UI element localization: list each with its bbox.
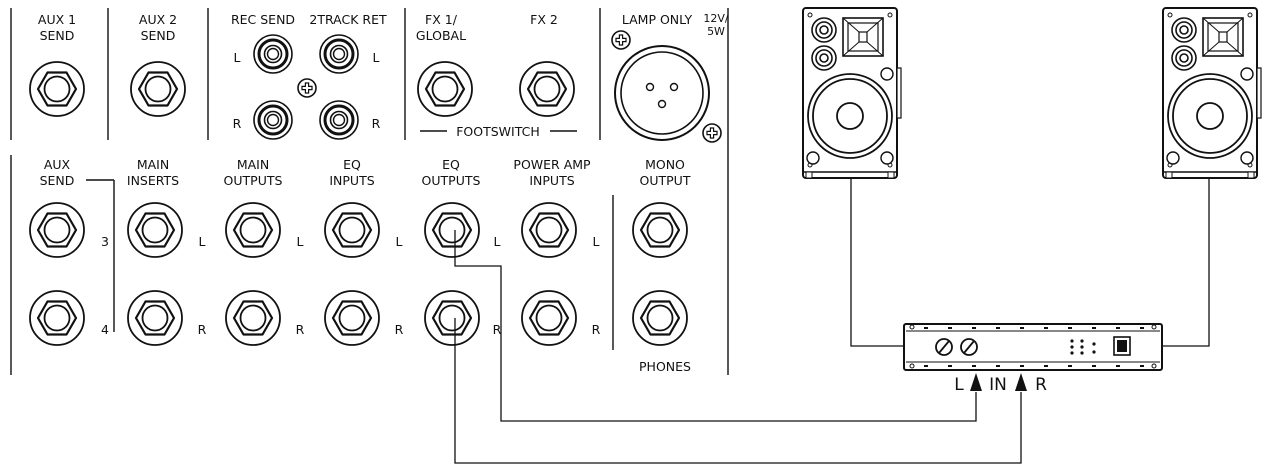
power-amp-input-r-jack [520, 289, 578, 347]
amp-input-labels: L IN R [954, 373, 1047, 395]
top-row-labels: AUX 1 SEND AUX 2 SEND REC SEND 2TRACK RE… [38, 12, 729, 139]
main-output-l-jack [224, 201, 282, 259]
main-inserts-label-line2: INSERTS [127, 173, 179, 188]
cables [454, 177, 1210, 464]
bottom-row-labels: AUX SEND MAIN INSERTS MAIN OUTPUTS EQ IN… [40, 157, 691, 374]
main-outputs-r-label: R [296, 322, 305, 337]
amp-in-r-arrow-icon [1015, 373, 1027, 391]
mono-output-label-line2: OUTPUT [640, 173, 691, 188]
amp-in-r-label: R [1035, 375, 1047, 395]
power-amp-input-l-jack [520, 201, 578, 259]
left-speaker [802, 7, 902, 179]
lamp-rating-line1: 12V/ [703, 12, 729, 25]
eq-inputs-l-label: L [396, 234, 403, 249]
amp-gain-knob-left [935, 338, 953, 356]
two-track-r-label: R [372, 116, 381, 131]
mono-output-jack [631, 201, 689, 259]
eq-outputs-label-line2: OUTPUTS [422, 173, 481, 188]
amp-in-l-arrow-icon [970, 373, 982, 391]
lamp-label: LAMP ONLY [622, 12, 693, 27]
aux1-label-line1: AUX 1 [38, 12, 76, 27]
aux-send-label-line1: AUX [44, 157, 71, 172]
footswitch-label: FOOTSWITCH [456, 124, 540, 139]
xlr-screw-top-icon [611, 30, 631, 50]
rec-send-label: REC SEND [231, 12, 295, 27]
fx1-label-line2: GLOBAL [416, 28, 466, 43]
two-track-l-rca [318, 33, 360, 75]
two-track-r-rca [318, 99, 360, 141]
aux-send-3-label: 3 [101, 234, 109, 249]
top-row-connectors [28, 30, 722, 143]
amp-gain-knob-right [960, 338, 978, 356]
power-amp-l-label: L [593, 234, 600, 249]
eq-input-l-jack [323, 201, 381, 259]
amp-power-switch [1113, 336, 1131, 356]
eq-inputs-label-line1: EQ [343, 157, 361, 172]
main-insert-l-jack [126, 201, 184, 259]
aux-send-label-line2: SEND [40, 173, 75, 188]
rec-send-r-label: R [233, 116, 242, 131]
fx2-footswitch-jack [518, 60, 576, 118]
rec-send-r-rca [252, 99, 294, 141]
eq-outputs-r-label: R [493, 322, 502, 337]
eq-inputs-label-line2: INPUTS [329, 173, 374, 188]
lamp-xlr-connector [614, 45, 710, 141]
cable-left-speaker [850, 177, 904, 347]
aux2-label-line2: SEND [141, 28, 176, 43]
aux1-label-line2: SEND [40, 28, 75, 43]
lamp-rating-line2: 5W [707, 25, 725, 38]
xlr-screw-bottom-icon [702, 123, 722, 143]
aux-send-4-jack [28, 289, 86, 347]
amp-in-l-label: L [954, 375, 964, 395]
right-speaker [1162, 7, 1262, 179]
mono-output-label-line1: MONO [645, 157, 685, 172]
eq-output-r-jack [423, 289, 481, 347]
power-amp-inputs-label-line2: INPUTS [529, 173, 574, 188]
eq-output-l-jack [423, 201, 481, 259]
bottom-row-connectors [28, 201, 689, 347]
two-track-l-label: L [373, 50, 380, 65]
aux-send-4-label: 4 [101, 322, 109, 337]
rec-send-l-rca [252, 33, 294, 75]
main-insert-r-jack [126, 289, 184, 347]
cable-right-speaker [1161, 177, 1210, 347]
fx2-label: FX 2 [530, 12, 558, 27]
phones-jack [631, 289, 689, 347]
rec-send-l-label: L [234, 50, 241, 65]
panel-dividers [10, 8, 729, 375]
eq-inputs-r-label: R [395, 322, 404, 337]
aux-send-3-jack [28, 201, 86, 259]
main-inserts-label-line1: MAIN [137, 157, 169, 172]
cable-eq-out-l-to-amp [454, 230, 977, 422]
phones-label: PHONES [639, 359, 691, 374]
fx1-label-line1: FX 1/ [425, 12, 458, 27]
main-outputs-l-label: L [297, 234, 304, 249]
main-outputs-label-line2: OUTPUTS [224, 173, 283, 188]
eq-outputs-l-label: L [494, 234, 501, 249]
aux1-send-jack [28, 60, 86, 118]
main-inserts-l-label: L [199, 234, 206, 249]
amp-in-label: IN [989, 375, 1007, 395]
aux2-label-line1: AUX 2 [139, 12, 177, 27]
eq-input-r-jack [323, 289, 381, 347]
eq-outputs-label-line1: EQ [442, 157, 460, 172]
power-amp-inputs-label-line1: POWER AMP [513, 157, 591, 172]
panel-screw-icon [297, 78, 317, 98]
amp-led-indicators [1070, 339, 1096, 355]
main-outputs-label-line1: MAIN [237, 157, 269, 172]
power-amplifier [903, 323, 1163, 371]
two-track-ret-label: 2TRACK RET [309, 12, 387, 27]
cable-eq-out-r-to-amp [454, 318, 1022, 464]
main-inserts-r-label: R [198, 322, 207, 337]
power-amp-r-label: R [592, 322, 601, 337]
main-output-r-jack [224, 289, 282, 347]
aux2-send-jack [129, 60, 187, 118]
fx1-footswitch-jack [416, 60, 474, 118]
